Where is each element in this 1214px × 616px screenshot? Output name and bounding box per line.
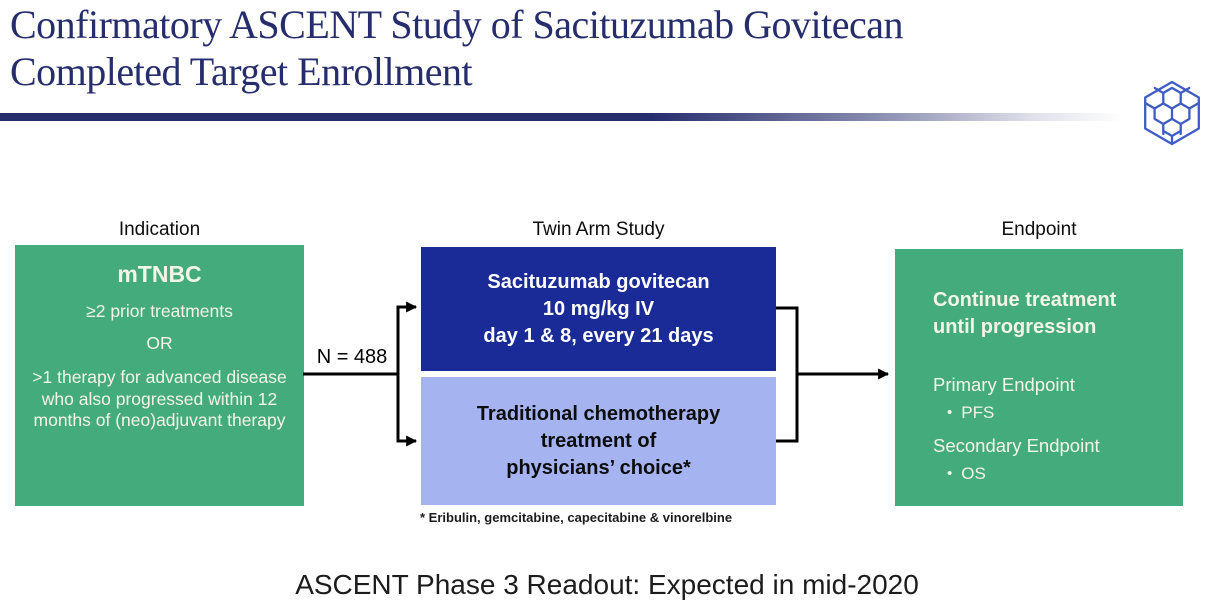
chemotherapy-footnote: * Eribulin, gemcitabine, capecitabine & …: [420, 510, 733, 525]
endpoint-box: Continue treatment until progression Pri…: [895, 249, 1183, 506]
enrollment-n-label: N = 488: [316, 346, 388, 368]
column-header-endpoint: Endpoint: [1001, 219, 1077, 240]
slide-title-line2: Completed Target Enrollment: [10, 48, 473, 94]
bullet-icon: •: [947, 465, 953, 482]
endpoint-title-line1: Continue treatment: [933, 289, 1117, 311]
column-header-indication: Indication: [118, 219, 201, 240]
slide-title: Confirmatory ASCENT Study of Sacituzumab…: [10, 2, 1130, 96]
arm-top-line1: Sacituzumab govitecan: [487, 270, 710, 293]
arm-bottom-line2: treatment of: [540, 429, 657, 452]
indication-or: OR: [146, 333, 173, 353]
slide-title-line1: Confirmatory ASCENT Study of Sacituzumab…: [10, 2, 904, 47]
column-header-twin-arm-study: Twin Arm Study: [532, 219, 665, 240]
arm-top-line3: day 1 & 8, every 21 days: [483, 324, 714, 347]
secondary-endpoint-item: • OS: [947, 464, 1169, 484]
hex-lattice-logo-icon: [1144, 80, 1200, 146]
arm-bottom-line1: Traditional chemotherapy: [476, 402, 721, 425]
readout-statement: ASCENT Phase 3 Readout: Expected in mid-…: [295, 569, 919, 600]
study-arm-sacituzumab-box: Sacituzumab govitecan 10 mg/kg IV day 1 …: [421, 247, 776, 371]
arm-top-line2: 10 mg/kg IV: [542, 297, 655, 320]
bullet-icon: •: [947, 404, 953, 421]
indication-prior-treatments: ≥2 prior treatments: [86, 301, 233, 321]
primary-endpoint-value: PFS: [961, 403, 995, 422]
indication-criteria: >1 therapy for advanced disease who also…: [32, 367, 287, 430]
primary-endpoint-label: Primary Endpoint: [933, 374, 1075, 395]
study-arm-chemotherapy-box: Traditional chemotherapy treatment of ph…: [421, 377, 776, 505]
arm-bottom-line3: physicians’ choice*: [506, 456, 691, 479]
indication-heading: mTNBC: [117, 261, 202, 287]
indication-box: mTNBC ≥2 prior treatments OR >1 therapy …: [15, 245, 304, 506]
secondary-endpoint-label: Secondary Endpoint: [933, 435, 1100, 456]
endpoint-title-line2: until progression: [933, 316, 1097, 338]
endpoint-title: Continue treatment until progression: [933, 287, 1169, 341]
secondary-endpoint-value: OS: [961, 464, 986, 483]
title-divider-rule: [0, 113, 1122, 121]
primary-endpoint-item: • PFS: [947, 403, 1169, 423]
